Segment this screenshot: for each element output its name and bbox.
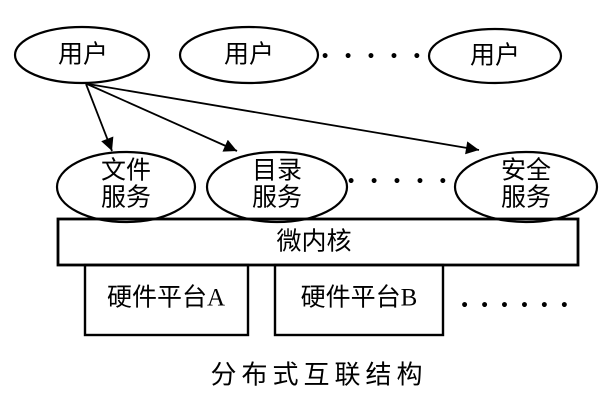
directory-service-label-line2: 服务 [252, 184, 302, 212]
file-service-node: 文件 服务 [55, 150, 197, 224]
user-node-3-ellipse [427, 27, 563, 85]
user-node-1-label: 用户 [58, 41, 108, 69]
security-service-ellipse [453, 150, 599, 224]
arrow-user-to-file-service [85, 83, 114, 152]
user-node-1-ellipse [13, 25, 151, 85]
user-node-3: 用户 [427, 27, 563, 85]
file-service-label-line1: 文件 [101, 157, 151, 185]
hardware-platform-a-label: 硬件平台A [107, 284, 225, 312]
diagram-caption: 分布式互联结构 [210, 361, 427, 390]
user-node-3-label: 用户 [470, 42, 520, 70]
user-node-2: 用户 [178, 25, 320, 85]
ellipsis-platforms: •••••• [460, 298, 580, 314]
hardware-platform-b-rect [273, 263, 445, 337]
ellipsis-services: ••••• [347, 174, 462, 190]
directory-service-label-line1: 目录 [252, 158, 302, 185]
arrow-user-to-security-service [87, 83, 480, 155]
hardware-platform-a-rect [83, 263, 250, 337]
file-service-ellipse [55, 150, 197, 224]
security-service-node: 安全 服务 [453, 150, 599, 224]
hardware-platform-b-label: 硬件平台B [301, 284, 418, 312]
directory-service-ellipse [205, 150, 349, 224]
file-service-label-line2: 服务 [101, 184, 151, 212]
arrow-user-to-directory-service [86, 83, 238, 152]
hardware-platform-b-box: 硬件平台B [273, 263, 445, 337]
user-node-1: 用户 [13, 25, 151, 85]
security-service-label-line1: 安全 [501, 157, 551, 185]
user-node-2-label: 用户 [224, 41, 274, 69]
microkernel-box: 微内核 [56, 217, 580, 267]
microkernel-label: 微内核 [276, 228, 351, 256]
hardware-platform-a-box: 硬件平台A [83, 263, 250, 337]
directory-service-node: 目录 服务 [205, 150, 349, 224]
ellipsis-users: ••••• [321, 49, 436, 65]
security-service-label-line2: 服务 [501, 184, 551, 212]
user-node-2-ellipse [178, 25, 320, 85]
